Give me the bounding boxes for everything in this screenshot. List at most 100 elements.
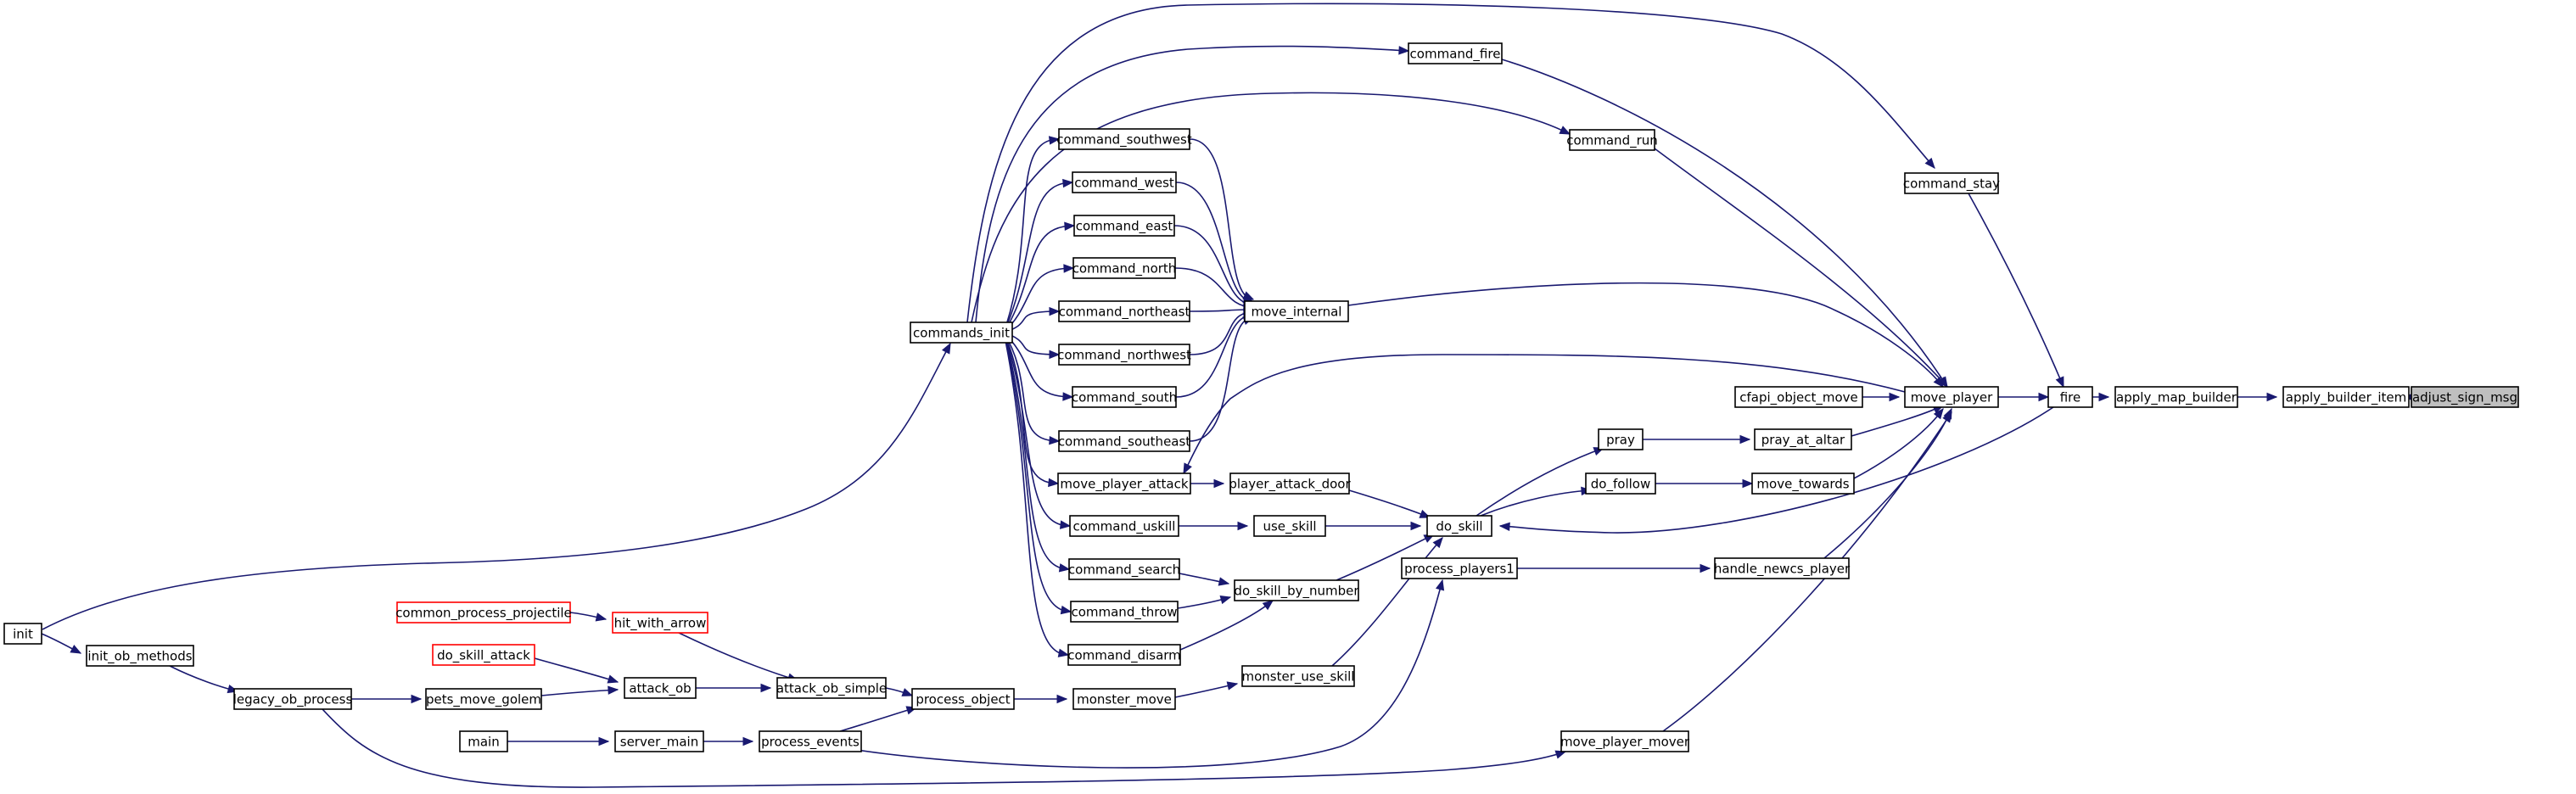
node-label: fire — [2060, 390, 2081, 405]
edge-commands-init-to-command-stay-line — [966, 3, 1935, 323]
node-box — [2411, 386, 2519, 408]
node-box — [1426, 515, 1492, 537]
node-command-northeast[interactable]: command_northeast — [1058, 300, 1190, 322]
node-adjust-sign-msg[interactable]: adjust_sign_msg — [2411, 386, 2519, 408]
node-process-players1[interactable]: process_players1 — [1401, 557, 1518, 579]
edge-process-object-to-monster-move-arrowhead — [1056, 694, 1068, 704]
edge-commands-init-to-command-south-arrowhead — [1062, 392, 1074, 401]
node-monster-use-skill[interactable]: monster_use_skill — [1241, 665, 1355, 687]
node-attack-ob-simple[interactable]: attack_ob_simple — [776, 677, 887, 699]
edge-move-internal-to-move-player-arrowhead — [1933, 376, 1944, 389]
node-do-skill-attack[interactable]: do_skill_attack — [432, 644, 535, 666]
edge-command-search-to-do-skill-by-number — [1179, 573, 1230, 586]
node-command-run[interactable]: command_run — [1566, 129, 1658, 151]
node-label: cfapi_object_move — [1739, 390, 1858, 406]
node-command-northwest[interactable]: command_northwest — [1057, 344, 1191, 366]
node-cfapi-object-move[interactable]: cfapi_object_move — [1734, 386, 1863, 408]
node-box — [1244, 300, 1349, 322]
node-move-player[interactable]: move_player — [1904, 386, 1999, 408]
node-monster-move[interactable]: monster_move — [1072, 688, 1176, 710]
node-box — [1408, 42, 1503, 64]
node-command-southwest[interactable]: command_southwest — [1056, 128, 1192, 150]
node-move-towards[interactable]: move_towards — [1751, 472, 1855, 495]
node-label: move_player — [1911, 390, 1993, 406]
node-server-main[interactable]: server_main — [614, 730, 704, 752]
edge-process-events-to-process-players1 — [856, 579, 1445, 769]
edge-commands-init-to-command-east — [1003, 221, 1076, 333]
node-command-east[interactable]: command_east — [1073, 215, 1175, 237]
node-command-disarm[interactable]: command_disarm — [1067, 644, 1181, 666]
node-init[interactable]: init — [3, 623, 42, 645]
edge-server-main-to-process-events — [703, 736, 754, 746]
node-label: do_skill_attack — [437, 648, 530, 664]
edge-attack-ob-simple-to-process-object — [885, 687, 914, 696]
edge-move-player-mover-to-move-player-line — [1662, 411, 1952, 732]
node-do-skill[interactable]: do_skill — [1426, 515, 1492, 537]
node-hit-with-arrow[interactable]: hit_with_arrow — [612, 612, 708, 634]
edge-commands-init-to-command-search-line — [1003, 332, 1070, 570]
node-player-attack-door[interactable]: player_attack_door — [1229, 472, 1351, 495]
node-legacy-ob-process[interactable]: legacy_ob_process — [233, 688, 353, 710]
edge-move-towards-to-move-player-arrowhead — [1933, 407, 1944, 420]
node-apply-builder-item[interactable]: apply_builder_item — [2282, 386, 2410, 408]
node-process-object[interactable]: process_object — [911, 688, 1015, 710]
edge-common-process-projectile-to-hit-with-arrow-arrowhead — [595, 612, 608, 622]
node-command-fire[interactable]: command_fire — [1408, 42, 1503, 64]
node-box — [2047, 386, 2093, 408]
node-main[interactable]: main — [459, 730, 508, 752]
node-label: do_follow — [1591, 477, 1650, 493]
node-init-ob-methods[interactable]: init_ob_methods — [86, 645, 194, 667]
node-handle-newcs-player[interactable]: handle_newcs_player — [1714, 557, 1851, 579]
edge-process-events-to-process-players1-arrowhead — [1435, 579, 1445, 591]
edge-use-skill-to-do-skill-arrowhead — [1410, 521, 1422, 531]
node-command-search[interactable]: command_search — [1068, 558, 1180, 580]
node-do-skill-by-number[interactable]: do_skill_by_number — [1234, 579, 1359, 601]
edge-monster-use-skill-to-do-skill-line — [1331, 537, 1443, 667]
edge-pets-move-golem-to-attack-ob-line — [540, 689, 619, 696]
edge-commands-init-to-command-southeast-arrowhead — [1049, 435, 1061, 445]
node-command-throw[interactable]: command_throw — [1070, 601, 1179, 623]
node-apply-map-builder[interactable]: apply_map_builder — [2114, 386, 2238, 408]
node-use-skill[interactable]: use_skill — [1253, 515, 1326, 537]
node-box — [432, 644, 535, 666]
edge-commands-init-to-command-run — [971, 92, 1571, 323]
edge-do-skill-attack-to-attack-ob — [534, 657, 619, 684]
node-command-south[interactable]: command_south — [1072, 386, 1177, 408]
node-fire[interactable]: fire — [2047, 386, 2093, 408]
edge-pray-at-altar-to-move-player — [1851, 405, 1945, 437]
edge-commands-init-to-command-uskill-arrowhead — [1059, 520, 1072, 529]
node-label: command_east — [1076, 219, 1173, 235]
node-pray[interactable]: pray — [1598, 428, 1644, 450]
node-label: command_throw — [1071, 605, 1177, 621]
node-commands-init[interactable]: commands_init — [910, 322, 1013, 344]
node-command-stay[interactable]: command_stay — [1903, 172, 2000, 194]
node-label: command_fire — [1410, 47, 1501, 63]
node-move-internal[interactable]: move_internal — [1244, 300, 1349, 322]
node-move-player-mover[interactable]: move_player_mover — [1560, 730, 1690, 752]
node-common-process-projectile[interactable]: common_process_projectile — [395, 601, 572, 623]
node-box — [776, 677, 887, 699]
node-move-player-attack[interactable]: move_player_attack — [1057, 472, 1191, 495]
edge-fire-to-do-skill-line — [1499, 406, 2054, 534]
node-process-events[interactable]: process_events — [759, 730, 862, 752]
edge-commands-init-to-command-east-arrowhead — [1064, 221, 1076, 231]
edge-commands-init-to-command-north — [1003, 264, 1075, 333]
node-command-north[interactable]: command_north — [1072, 257, 1177, 279]
edge-command-uskill-to-use-skill — [1179, 521, 1249, 531]
node-attack-ob[interactable]: attack_ob — [624, 677, 697, 699]
node-do-follow[interactable]: do_follow — [1585, 472, 1656, 495]
edge-init-to-commands-init-line — [42, 343, 951, 630]
node-pets-move-golem[interactable]: pets_move_golem — [425, 688, 542, 710]
node-label: command_uskill — [1073, 519, 1176, 535]
node-label: move_internal — [1252, 305, 1342, 321]
node-command-west[interactable]: command_west — [1072, 171, 1177, 193]
node-pray-at-altar[interactable]: pray_at_altar — [1754, 428, 1852, 450]
edge-do-skill-by-number-to-do-skill-line — [1336, 534, 1435, 581]
node-command-uskill[interactable]: command_uskill — [1069, 515, 1179, 537]
node-label: player_attack_door — [1229, 477, 1351, 493]
node-box — [911, 688, 1015, 710]
node-command-southeast[interactable]: command_southeast — [1058, 430, 1190, 452]
edge-main-to-server-main-arrowhead — [598, 736, 610, 746]
edge-move-player-attack-to-player-attack-door — [1190, 478, 1225, 489]
edge-monster-move-to-monster-use-skill-arrowhead — [1226, 681, 1239, 691]
